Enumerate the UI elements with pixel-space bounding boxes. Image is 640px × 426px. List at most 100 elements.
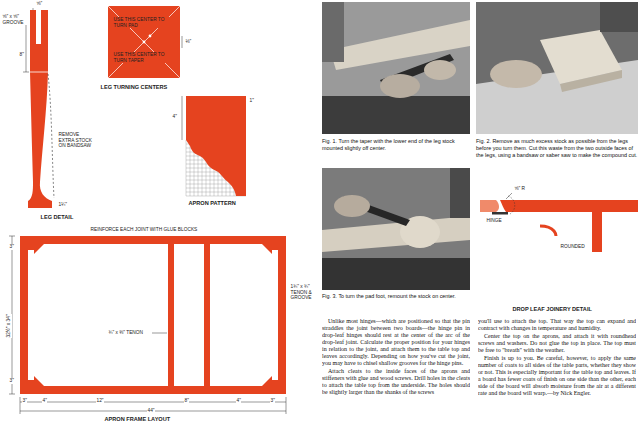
dimension: 4" bbox=[236, 398, 241, 404]
body-text: Finish is up to you. Be careful, however… bbox=[478, 355, 636, 397]
photo bbox=[490, 60, 542, 88]
leg-detail bbox=[28, 10, 52, 208]
joinery-detail bbox=[506, 193, 512, 199]
dimension: 4" bbox=[172, 114, 177, 120]
turning-centers bbox=[108, 6, 180, 78]
apron-frame bbox=[262, 244, 272, 254]
figure-title: LEG DETAIL bbox=[40, 214, 74, 220]
turning-centers bbox=[108, 6, 180, 78]
apron-frame bbox=[9, 236, 286, 414]
photo bbox=[424, 60, 456, 80]
leg-detail bbox=[23, 8, 54, 208]
callout-note: ⅝" x ⅝" GROOVE bbox=[2, 14, 29, 25]
joinery-detail bbox=[500, 200, 638, 212]
joinery-detail bbox=[480, 200, 499, 212]
dimension: 1" bbox=[249, 98, 254, 104]
body-text: Unlike most hinges—which are positioned … bbox=[322, 318, 470, 367]
apron-frame bbox=[12, 236, 13, 394]
turning-centers bbox=[143, 41, 146, 44]
apron-frame bbox=[272, 236, 286, 250]
leg-detail bbox=[48, 74, 54, 198]
joinery-detail bbox=[508, 196, 515, 214]
apron-pattern bbox=[182, 96, 183, 140]
callout-note: USE THIS CENTER TO TURN PAD bbox=[113, 17, 176, 28]
figure-caption: Fig. 1. Turn the taper with the lower en… bbox=[322, 138, 470, 152]
figure-title: APRON PATTERN bbox=[188, 200, 236, 206]
apron-frame bbox=[20, 380, 34, 394]
dimension: ⅛" bbox=[185, 39, 192, 45]
leg-detail bbox=[23, 72, 29, 73]
turning-centers bbox=[108, 6, 180, 78]
apron-frame bbox=[272, 380, 286, 394]
joinery-detail bbox=[492, 212, 508, 215]
photo bbox=[322, 168, 470, 290]
dimension: 44" bbox=[147, 408, 155, 414]
dimension: 3" bbox=[22, 398, 27, 404]
photo bbox=[380, 74, 420, 98]
photo bbox=[476, 2, 638, 134]
dimension: ⅝" R bbox=[514, 186, 526, 192]
callout-note: ¾" x ⅜" TENON bbox=[108, 330, 144, 336]
text-column: you'll use to attach the top. That way t… bbox=[478, 318, 636, 424]
leg-detail bbox=[33, 8, 34, 10]
callout-note: USE THIS CENTER TO TURN TAPER bbox=[113, 52, 176, 63]
dimension: 32½" x 34" bbox=[6, 314, 12, 338]
apron-frame bbox=[168, 244, 174, 386]
apron-frame bbox=[9, 236, 15, 237]
photo bbox=[322, 2, 470, 134]
figure-title: APRON FRAME LAYOUT bbox=[104, 416, 171, 422]
photo bbox=[600, 2, 638, 32]
photo bbox=[322, 2, 470, 134]
apron-frame bbox=[24, 240, 282, 390]
apron-frame bbox=[9, 394, 15, 395]
figure-title: DROP LEAF JOINERY DETAIL bbox=[512, 306, 592, 312]
photo bbox=[322, 2, 344, 62]
joinery-detail bbox=[592, 212, 602, 252]
joinery-detail bbox=[540, 226, 556, 236]
body-text: Center the top on the aprons, and attach… bbox=[478, 333, 636, 354]
photo bbox=[322, 258, 470, 290]
turning-centers bbox=[108, 6, 182, 78]
turning-centers bbox=[182, 36, 183, 48]
leg-detail bbox=[26, 24, 27, 72]
dimension: 4" bbox=[42, 398, 47, 404]
part-name: HINGE bbox=[486, 218, 502, 224]
apron-frame bbox=[20, 397, 21, 414]
photo-figure: Fig. 2. Remove as much excess stock as p… bbox=[476, 2, 638, 158]
callout-note: REMOVE EXTRA STOCK ON BANDSAW bbox=[58, 132, 95, 149]
dimension: 1¼" bbox=[58, 202, 67, 208]
photo bbox=[322, 96, 470, 134]
apron-pattern bbox=[182, 96, 246, 196]
dimension: 3" bbox=[9, 244, 14, 250]
callout-note: 1¾" x ¾" TENON & GROOVE bbox=[290, 284, 321, 301]
photo bbox=[334, 195, 370, 217]
apron-pattern bbox=[186, 96, 246, 196]
apron-pattern bbox=[186, 140, 187, 196]
turning-centers bbox=[149, 35, 152, 38]
joinery-detail bbox=[480, 193, 638, 252]
photo bbox=[560, 70, 622, 92]
dimension: 12" bbox=[96, 398, 104, 404]
dimension: 3" bbox=[270, 398, 275, 404]
apron-frame bbox=[20, 236, 34, 250]
apron-frame bbox=[34, 244, 44, 254]
photo bbox=[450, 168, 470, 218]
apron-frame bbox=[34, 376, 44, 386]
apron-frame bbox=[286, 397, 287, 414]
photo bbox=[322, 168, 470, 290]
apron-frame bbox=[262, 376, 272, 386]
leg-detail bbox=[30, 72, 48, 73]
photo bbox=[476, 2, 638, 134]
photo-figure: Fig. 1. Turn the taper with the lower en… bbox=[322, 2, 470, 152]
text-column: Unlike most hinges—which are positioned … bbox=[322, 318, 470, 424]
leg-detail bbox=[36, 10, 41, 44]
body-text: you'll use to attach the top. That way t… bbox=[478, 318, 636, 332]
apron-frame bbox=[204, 244, 210, 386]
photo-figure: Fig. 3. To turn the pad foot, remount th… bbox=[322, 168, 470, 300]
dimension: 3" bbox=[9, 378, 14, 384]
apron-frame bbox=[152, 333, 167, 334]
apron-pattern bbox=[190, 140, 191, 196]
callout-note: REINFORCE EACH JOINT WITH GLUE BLOCKS bbox=[90, 227, 198, 233]
apron-frame bbox=[20, 402, 286, 403]
part-name: ROUNDED bbox=[560, 244, 585, 250]
